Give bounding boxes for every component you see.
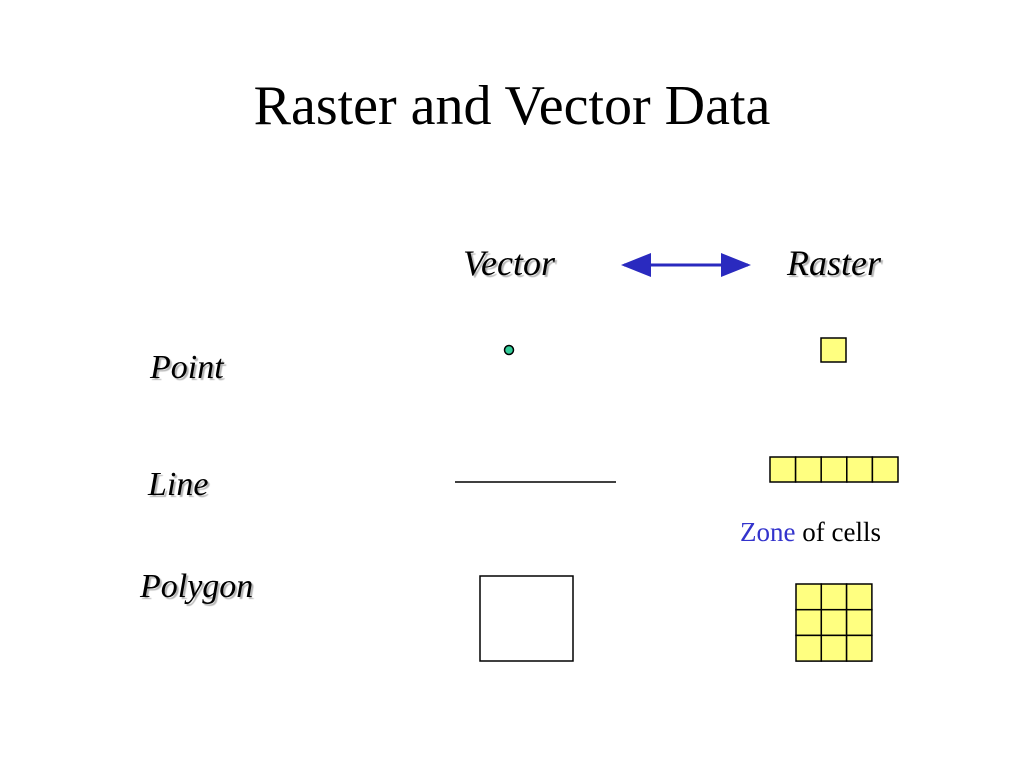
raster-line-icon — [769, 456, 899, 483]
zone-word: Zone — [740, 517, 796, 547]
raster-cell — [846, 456, 874, 483]
raster-cell — [820, 583, 848, 611]
raster-cell — [794, 456, 822, 483]
vector-polygon-icon — [479, 575, 574, 662]
raster-cell — [845, 634, 873, 662]
vector-point-icon — [503, 344, 515, 356]
row-label-polygon: Polygon — [140, 568, 254, 605]
raster-cell — [820, 634, 848, 662]
raster-cell — [795, 583, 823, 611]
raster-column-header: Raster — [787, 243, 881, 283]
vector-column-header: Vector — [463, 243, 555, 283]
raster-polygon-icon — [795, 583, 873, 662]
row-label-point: Point — [150, 349, 224, 386]
raster-cell — [820, 608, 848, 637]
zone-caption: Zone of cells — [740, 516, 881, 548]
raster-point-icon — [820, 337, 847, 363]
row-label-line: Line — [148, 466, 209, 503]
raster-cell — [795, 634, 823, 662]
raster-cell — [769, 456, 797, 483]
raster-cell — [871, 456, 899, 483]
raster-cell — [820, 456, 848, 483]
zone-caption-rest: of cells — [795, 517, 881, 547]
raster-cell — [820, 337, 847, 363]
raster-cell — [795, 608, 823, 637]
slide-title: Raster and Vector Data — [253, 75, 771, 137]
raster-cell — [845, 608, 873, 637]
raster-cell — [845, 583, 873, 611]
